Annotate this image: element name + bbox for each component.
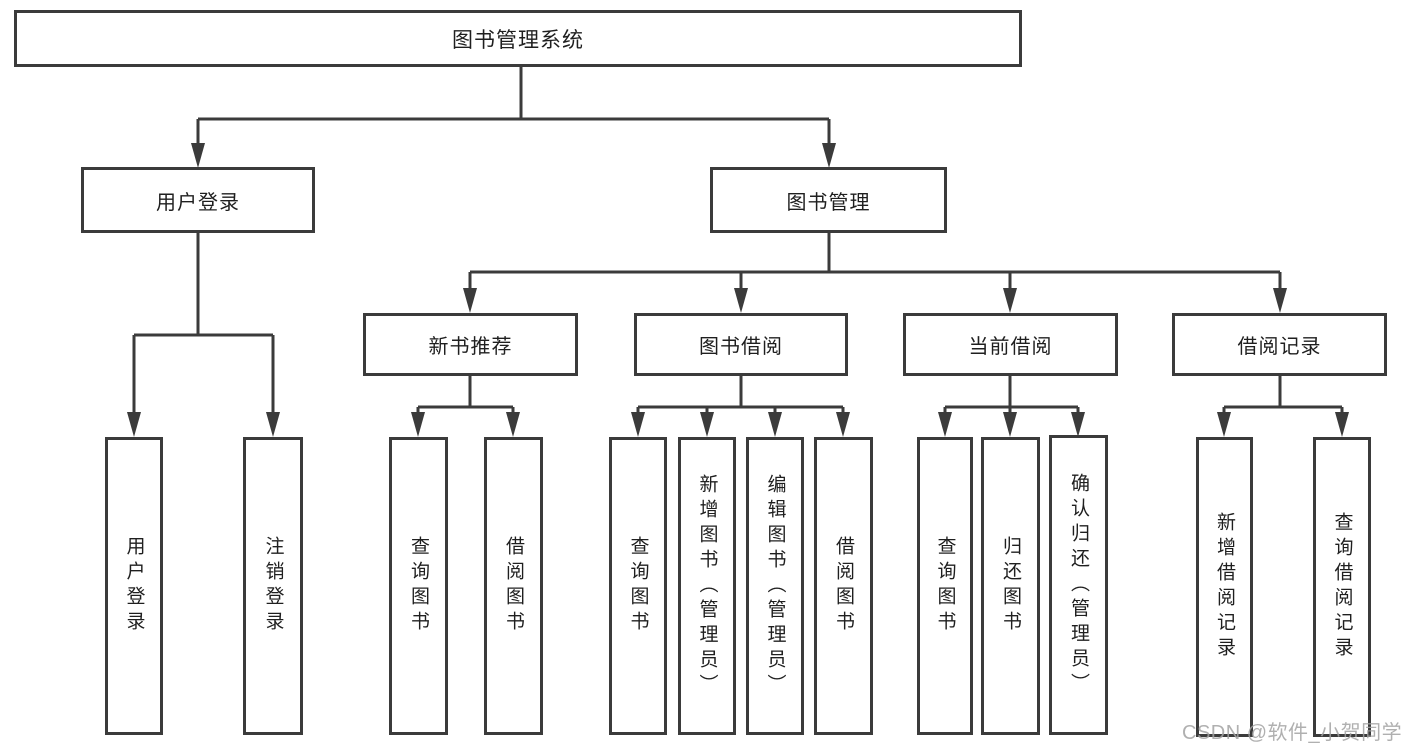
node-br-add-record: 新增借阅记录	[1196, 437, 1253, 737]
node-bb-add-books-admin: 新增图书（管理员）	[678, 437, 736, 735]
node-logout-action: 注销登录	[243, 437, 303, 735]
node-label: 确认归还（管理员）	[1068, 472, 1089, 698]
node-label: 图书借阅	[699, 336, 783, 358]
node-nb-query-books: 查询图书	[389, 437, 448, 735]
node-user-login: 用户登录	[81, 167, 315, 233]
node-label: 图书管理系统	[452, 28, 584, 52]
node-cb-confirm-return-admin: 确认归还（管理员）	[1049, 435, 1108, 735]
node-library-management-system: 图书管理系统	[14, 10, 1022, 67]
node-nb-borrow-books: 借阅图书	[484, 437, 543, 735]
node-label: 查询借阅记录	[1331, 512, 1353, 662]
node-br-query-record: 查询借阅记录	[1313, 437, 1371, 737]
node-label: 新书推荐	[428, 336, 513, 358]
node-label: 用户登录	[156, 191, 240, 214]
node-label: 用户登录	[123, 536, 145, 636]
node-label: 借阅图书	[503, 536, 524, 636]
node-label: 借阅图书	[833, 536, 854, 636]
node-label: 查询图书	[934, 536, 956, 636]
node-label: 注销登录	[262, 536, 284, 636]
node-label: 编辑图书（管理员）	[764, 473, 786, 699]
node-cb-query-books: 查询图书	[917, 437, 973, 735]
node-book-borrowing: 图书借阅	[634, 313, 848, 376]
node-label: 新增借阅记录	[1214, 512, 1235, 662]
node-label: 归还图书	[1000, 536, 1021, 636]
node-label: 新增图书（管理员）	[696, 473, 718, 699]
node-bb-query-books: 查询图书	[609, 437, 667, 735]
node-cb-return-books: 归还图书	[981, 437, 1040, 735]
node-bb-borrow-books: 借阅图书	[814, 437, 873, 735]
node-borrowing-records: 借阅记录	[1172, 313, 1387, 376]
node-new-book-recommend: 新书推荐	[363, 313, 578, 376]
node-current-borrowing: 当前借阅	[903, 313, 1118, 376]
node-label: 当前借阅	[968, 336, 1053, 358]
node-user-login-action: 用户登录	[105, 437, 163, 735]
node-label: 查询图书	[408, 536, 429, 636]
node-label: 查询图书	[627, 536, 649, 636]
node-label: 图书管理	[786, 191, 871, 214]
node-bb-edit-books-admin: 编辑图书（管理员）	[746, 437, 804, 735]
node-label: 借阅记录	[1237, 336, 1322, 358]
csdn-watermark: CSDN @软件_小贺同学	[1182, 722, 1403, 744]
node-book-management: 图书管理	[710, 167, 947, 233]
